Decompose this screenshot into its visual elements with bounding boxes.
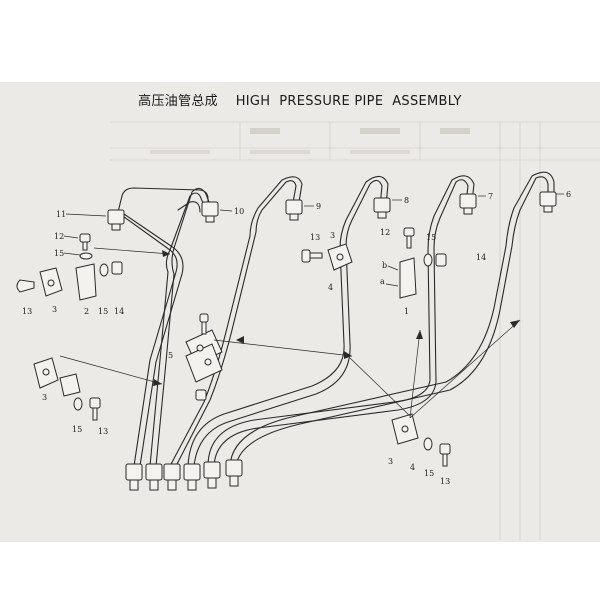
label-15-right: 15 bbox=[426, 233, 436, 242]
washer-15-right bbox=[423, 253, 433, 267]
clamp-block-5 bbox=[185, 329, 223, 383]
pipe-7 bbox=[213, 179, 469, 467]
label-13-left: 13 bbox=[22, 307, 32, 316]
label-11: 11 bbox=[56, 210, 66, 219]
top-fittings bbox=[107, 191, 557, 231]
label-15-lower-right: 15 bbox=[424, 469, 434, 478]
label-14-right: 14 bbox=[476, 253, 486, 262]
bracket-1 bbox=[399, 257, 417, 299]
label-a: a bbox=[380, 277, 385, 286]
leader-arrowheads bbox=[153, 250, 520, 386]
bottom-nut-1 bbox=[125, 463, 143, 491]
pipe-7-b bbox=[207, 175, 475, 467]
washer-15-left bbox=[79, 252, 93, 260]
pipe-11 bbox=[117, 187, 209, 213]
label-3-center: 3 bbox=[330, 231, 335, 240]
label-9: 9 bbox=[316, 202, 321, 211]
washer-15-lower-right bbox=[423, 437, 433, 451]
label-4-lower-right: 4 bbox=[410, 463, 415, 472]
label-13-lower-right: 13 bbox=[440, 477, 450, 486]
bracket-lower-left bbox=[59, 373, 81, 397]
bolt-12-right bbox=[403, 227, 415, 249]
background-ghost-marks bbox=[150, 128, 470, 154]
diagram-title: 高压油管总成 HIGH PRESSURE PIPE ASSEMBLY bbox=[138, 94, 462, 109]
spacer-13-left bbox=[16, 279, 35, 293]
bolt-5-top bbox=[199, 313, 209, 335]
bracket-2 bbox=[75, 263, 97, 301]
label-10: 10 bbox=[234, 207, 244, 216]
label-3-lower-left: 3 bbox=[42, 393, 47, 402]
clamp-3-4-center bbox=[327, 243, 353, 271]
nut-fitting-9 bbox=[285, 199, 303, 221]
background-table bbox=[110, 121, 600, 540]
pipe-6 bbox=[235, 176, 549, 467]
washer-15-mid bbox=[99, 263, 109, 277]
label-12-left: 12 bbox=[54, 232, 64, 241]
pipe-10 bbox=[149, 192, 207, 467]
nut-fitting-6 bbox=[539, 191, 557, 213]
pipe-8 bbox=[193, 179, 383, 467]
leader-lines bbox=[59, 193, 564, 419]
bottom-fittings bbox=[125, 459, 243, 491]
nut-fitting-7 bbox=[459, 193, 477, 215]
label-1: 1 bbox=[404, 307, 409, 316]
callout-labels: 11 10 9 8 7 6 12 15 13 3 2 15 14 13 3 4 … bbox=[22, 190, 571, 486]
label-2: 2 bbox=[84, 307, 89, 316]
bolt-13-lower-right bbox=[439, 443, 451, 467]
label-7: 7 bbox=[488, 192, 493, 201]
nut-fitting-8 bbox=[373, 197, 391, 219]
nut-5-bottom bbox=[195, 389, 207, 401]
pipe-6-b bbox=[229, 171, 555, 467]
nut-14-right bbox=[435, 253, 447, 267]
label-14-left: 14 bbox=[114, 307, 124, 316]
pipe-group bbox=[117, 171, 555, 467]
bottom-nut-2 bbox=[145, 463, 163, 491]
label-15-lower-left: 15 bbox=[72, 425, 82, 434]
label-8: 8 bbox=[404, 196, 409, 205]
label-b: b bbox=[382, 261, 387, 270]
clamp-3-left bbox=[39, 267, 63, 297]
clamp-3-4-lower-right bbox=[391, 413, 419, 445]
pipe-9-b bbox=[169, 176, 303, 467]
label-15-mid: 15 bbox=[98, 307, 108, 316]
nut-fitting-10 bbox=[201, 201, 219, 223]
label-3-left: 3 bbox=[52, 305, 57, 314]
bolt-12-left bbox=[79, 233, 91, 251]
label-5: 5 bbox=[168, 351, 173, 360]
label-4-center: 4 bbox=[328, 283, 333, 292]
label-15-left: 15 bbox=[54, 249, 64, 258]
bottom-nut-6 bbox=[225, 459, 243, 487]
label-13-center: 13 bbox=[310, 233, 320, 242]
clamp-3-lower-left bbox=[33, 357, 59, 389]
pipe-9 bbox=[175, 180, 297, 467]
pipe-10-b bbox=[155, 187, 213, 467]
nut-14-left bbox=[111, 261, 123, 275]
bolt-13-center bbox=[301, 249, 323, 263]
washer-15-lower-left bbox=[73, 397, 83, 411]
bolt-13-lower-left bbox=[89, 397, 101, 421]
bottom-nut-4 bbox=[183, 463, 201, 491]
label-3-lower-right: 3 bbox=[388, 457, 393, 466]
pipe-11-run-b bbox=[123, 213, 184, 467]
small-parts bbox=[16, 227, 451, 467]
bottom-nut-3 bbox=[163, 463, 181, 491]
bottom-nut-5 bbox=[203, 461, 221, 489]
nut-fitting-11 bbox=[107, 209, 125, 231]
pipe-8-b bbox=[187, 175, 389, 467]
label-12-right: 12 bbox=[380, 228, 390, 237]
label-6: 6 bbox=[566, 190, 571, 199]
label-13-lower-left: 13 bbox=[98, 427, 108, 436]
